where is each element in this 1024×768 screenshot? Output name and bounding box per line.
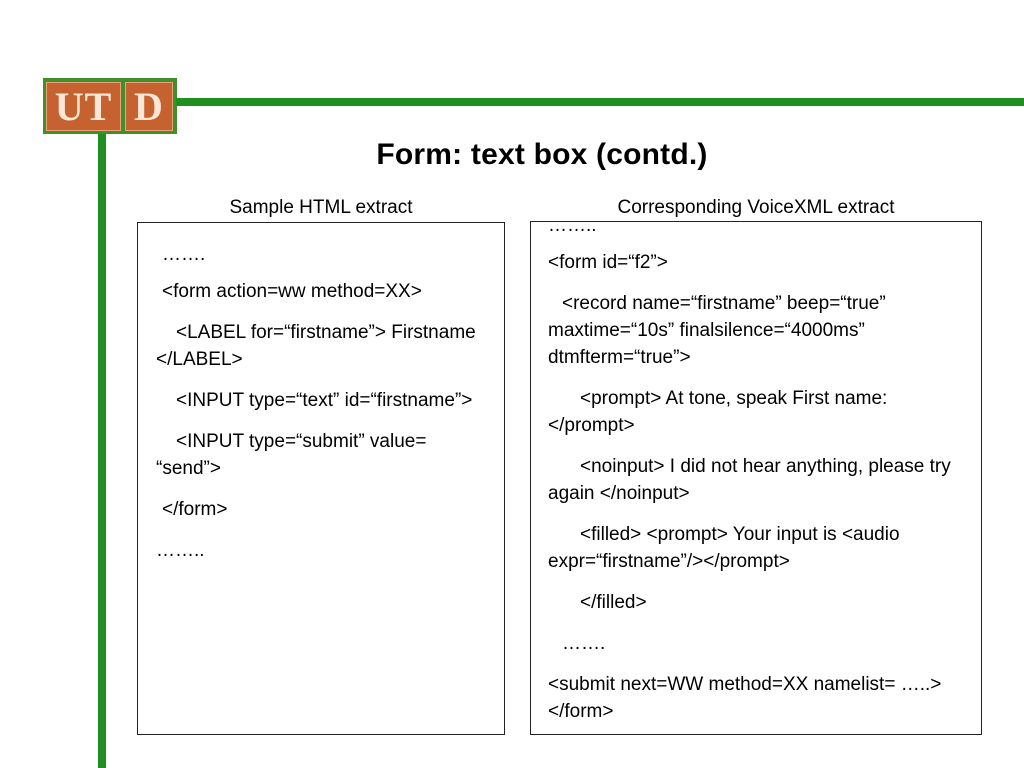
utd-logo: UT D <box>43 78 177 134</box>
code-line: …….. <box>548 215 597 236</box>
code-line: <prompt> At tone, speak First name: </pr… <box>548 388 888 436</box>
code-line: <noinput> I did not hear anything, pleas… <box>548 456 951 504</box>
code-line: <LABEL for=“firstname”> Firstname </LABE… <box>156 322 476 370</box>
code-line: <form id=“f2”> <box>548 252 668 273</box>
code-line: …….. <box>156 540 205 561</box>
code-line: <INPUT type=“submit” value= “send”> <box>156 431 427 479</box>
code-line: <INPUT type=“text” id=“firstname”> <box>176 390 473 411</box>
code-line: <form action=ww method=XX> <box>162 281 422 302</box>
header-green-bar <box>176 98 1024 106</box>
slide-title: Form: text box (contd.) <box>376 138 708 171</box>
code-line: ……. <box>562 633 606 654</box>
vxml-extract-caption: Corresponding VoiceXML extract <box>617 197 895 218</box>
code-line: <record name=“firstname” beep=“true” max… <box>548 293 886 368</box>
vxml-extract-box: …….. <form id=“f2”> <record name=“firstn… <box>530 215 982 735</box>
logo-letters-ut: UT <box>46 82 121 131</box>
code-line: <filled> <prompt> Your input is <audio e… <box>548 524 900 572</box>
code-line: ……. <box>162 244 206 265</box>
side-green-bar <box>98 134 106 768</box>
code-line: </filled> <box>580 592 647 613</box>
html-extract-caption: Sample HTML extract <box>229 197 413 218</box>
code-line: <submit next=WW method=XX namelist= …..>… <box>548 674 942 722</box>
code-line: </form> <box>162 499 228 520</box>
logo-letter-d: D <box>125 82 173 131</box>
html-extract-box: ……. <form action=ww method=XX> <LABEL fo… <box>137 222 505 735</box>
